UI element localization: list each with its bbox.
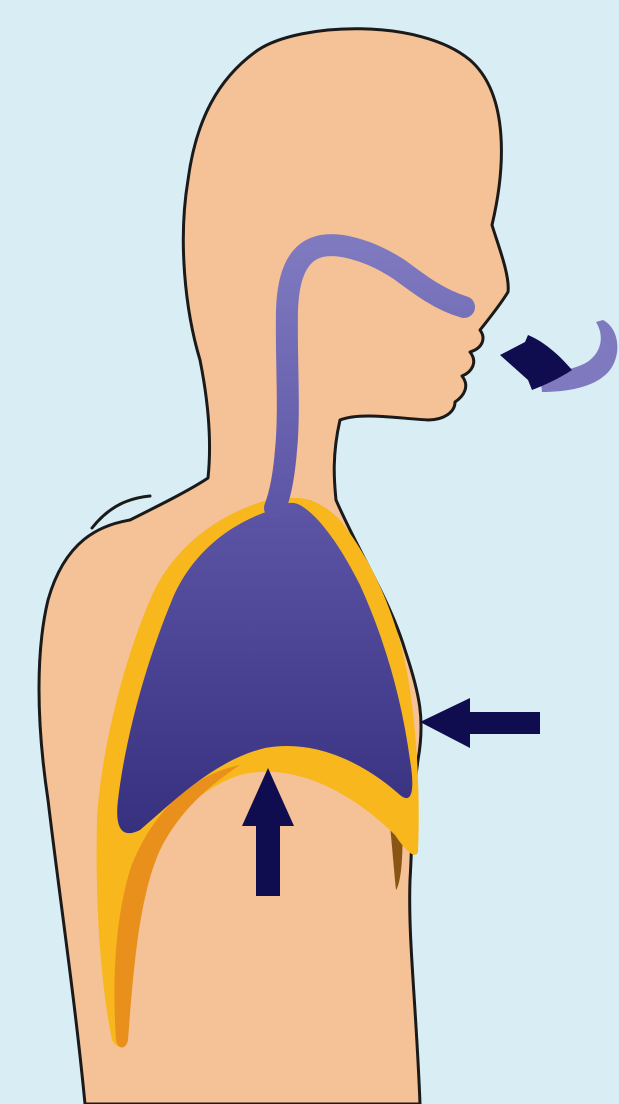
respiration-diagram [0, 0, 619, 1104]
